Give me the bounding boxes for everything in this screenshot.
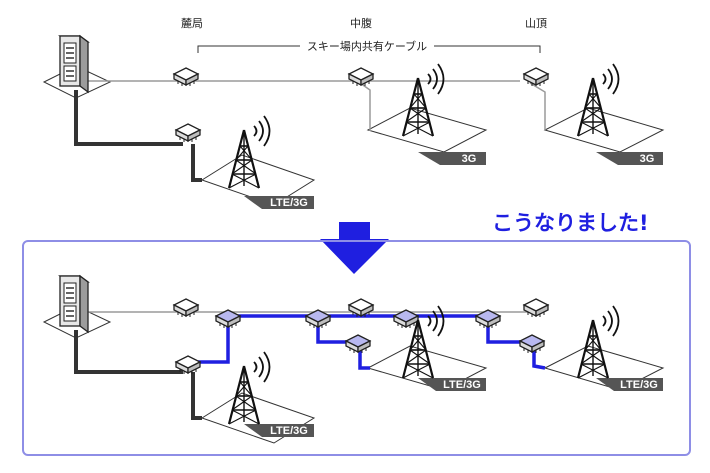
- tag-bg-top-middle: [418, 152, 486, 165]
- network-switch-icon: [519, 334, 545, 354]
- server-rack-icon: [59, 275, 89, 333]
- label-middle: 中腹: [350, 16, 372, 30]
- new-fiber-middle-drop: [358, 346, 370, 370]
- tag-bg-bottom-summit: [596, 378, 663, 391]
- tag-top-summit: 3G: [640, 153, 655, 165]
- down-arrow-icon: [320, 222, 389, 274]
- new-fiber-middle: [316, 322, 356, 344]
- new-fiber-summit-drop: [532, 346, 546, 370]
- network-switch-icon: [523, 298, 549, 318]
- base-switch-downlink: [191, 372, 202, 420]
- network-switch-icon: [348, 67, 374, 87]
- middle-tower-platform: [366, 107, 488, 153]
- new-fiber-base: [198, 322, 230, 364]
- summit-tower-platform: [543, 107, 665, 153]
- summit-drop-line: [529, 82, 546, 130]
- tag-bg-bottom-base: [244, 424, 314, 437]
- network-switch-icon: [173, 67, 199, 87]
- tag-top-base: LTE/3G: [270, 197, 308, 209]
- network-switch-icon: [173, 298, 199, 318]
- label-base: 麓局: [181, 17, 203, 30]
- server-rack-icon: [59, 35, 89, 93]
- network-switch-icon: [175, 355, 201, 375]
- headline: こうなりました!: [492, 211, 649, 235]
- server-uplink-cable: [74, 330, 183, 374]
- network-switch-icon: [523, 67, 549, 87]
- tag-bg-bottom-middle: [418, 378, 486, 391]
- tag-bg-top-summit: [596, 152, 663, 165]
- base-switch-downlink: [191, 144, 202, 182]
- middle-drop-line: [359, 82, 371, 131]
- label-summit: 山頂: [525, 17, 547, 30]
- tag-top-middle: 3G: [462, 153, 477, 165]
- cable-label: スキー場内共有ケーブル: [307, 39, 427, 53]
- network-switch-icon: [345, 334, 371, 354]
- tag-bottom-summit: LTE/3G: [620, 379, 658, 391]
- tag-bottom-base: LTE/3G: [270, 425, 308, 437]
- tag-bg-top-base: [244, 196, 314, 209]
- network-switch-icon: [175, 123, 201, 143]
- after-frame: [22, 240, 691, 456]
- new-fiber-summit: [486, 322, 530, 344]
- network-switch-icon: [348, 298, 374, 318]
- server-uplink-cable: [74, 90, 183, 146]
- tag-bottom-middle: LTE/3G: [443, 379, 481, 391]
